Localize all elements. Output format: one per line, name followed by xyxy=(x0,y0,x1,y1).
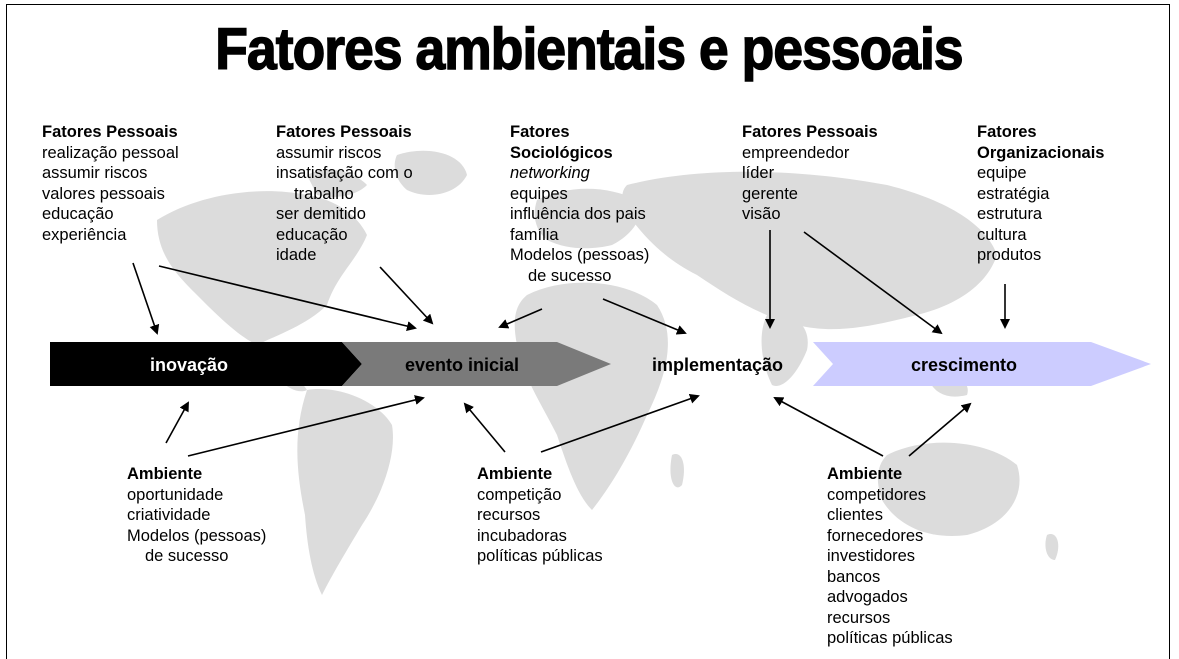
block-heading: Fatores xyxy=(977,123,1037,141)
block-line: educação xyxy=(276,225,348,244)
stage-shape-evento-inicial xyxy=(342,342,611,386)
arrow-10 xyxy=(187,395,425,457)
block-line: recursos xyxy=(827,608,891,627)
block-line: oportunidade xyxy=(127,485,224,504)
block-line: insatisfação com o xyxy=(276,164,413,182)
arrow-11 xyxy=(463,402,506,453)
stage-shape-inovacao xyxy=(50,342,362,386)
arrow-3 xyxy=(379,266,434,325)
stage-shape-crescimento xyxy=(813,342,1151,386)
block-line: equipes xyxy=(510,184,568,203)
arrow-2 xyxy=(158,265,417,331)
arrow-7 xyxy=(803,231,943,335)
block-line: líder xyxy=(742,164,775,182)
arrow-14 xyxy=(908,402,972,457)
block-line: produtos xyxy=(977,246,1042,264)
block-line: idade xyxy=(276,246,317,264)
block-line: competição xyxy=(477,485,562,504)
block-line: políticas públicas xyxy=(477,547,603,565)
block-line: de sucesso xyxy=(145,547,229,565)
stage-evento-inicial: evento inicial xyxy=(405,355,520,375)
block-line: investidores xyxy=(827,547,916,565)
block-line: competidores xyxy=(827,485,927,504)
block-line: estratégia xyxy=(977,184,1050,203)
block-line: Modelos (pessoas) xyxy=(510,246,650,264)
block-line: equipe xyxy=(977,164,1027,182)
block-line: trabalho xyxy=(294,184,354,203)
block-line: bancos xyxy=(827,567,881,586)
block-line: assumir riscos xyxy=(42,164,148,182)
arrow-4 xyxy=(498,308,543,329)
bottom-block-ambiente-3: Ambiente competidores clientes fornecedores… xyxy=(827,464,953,649)
block-line: valores pessoais xyxy=(42,184,165,203)
block-line: incubadoras xyxy=(477,526,567,545)
arrow-12 xyxy=(540,393,700,453)
block-line: networking xyxy=(510,164,590,182)
block-heading: Ambiente xyxy=(477,465,553,483)
block-line: estrutura xyxy=(977,205,1043,223)
block-line: ser demitido xyxy=(276,205,366,223)
arrow-1 xyxy=(132,262,160,335)
arrow-5 xyxy=(602,298,687,335)
block-line: assumir riscos xyxy=(276,143,382,162)
page-title: Fatores ambientais e pessoais xyxy=(215,16,965,83)
block-line: família xyxy=(510,225,559,244)
top-block-fatores-pessoais-1: Fatores Pessoais realização pessoal assumi… xyxy=(42,122,179,245)
block-line: recursos xyxy=(477,506,541,524)
block-line: criatividade xyxy=(127,506,211,524)
block-line: advogados xyxy=(827,588,908,606)
block-heading: Fatores Pessoais xyxy=(276,123,412,141)
stage-inovacao: inovação xyxy=(150,355,229,375)
block-line: educação xyxy=(42,205,114,223)
top-block-fatores-pessoais-2: Fatores Pessoais assumir riscos insatisfaç… xyxy=(276,122,413,266)
block-line: clientes xyxy=(827,506,883,524)
block-heading: Ambiente xyxy=(127,465,203,483)
top-block-fatores-pessoais-3: Fatores Pessoais empreendedor líder gerente… xyxy=(742,122,878,225)
block-line: realização pessoal xyxy=(42,143,179,162)
block-heading: Organizacionais xyxy=(977,143,1105,162)
arrow-9 xyxy=(165,401,189,444)
stage-crescimento: crescimento xyxy=(911,355,1018,375)
block-line: influência dos pais xyxy=(510,205,646,223)
block-line: cultura xyxy=(977,225,1027,244)
block-line: empreendedor xyxy=(742,143,850,162)
bottom-block-ambiente-2: Ambiente competição recursos incubadoras pol… xyxy=(477,464,603,567)
block-line: de sucesso xyxy=(528,266,612,285)
diagram-frame: Fatores ambientais e pessoais xyxy=(6,4,1170,659)
block-heading: Fatores xyxy=(510,123,570,141)
block-line: Modelos (pessoas) xyxy=(127,526,267,545)
block-line: experiência xyxy=(42,225,127,244)
block-heading: Ambiente xyxy=(827,465,903,483)
block-heading: Sociológicos xyxy=(510,143,613,162)
stage-implementacao: implementação xyxy=(652,355,784,375)
block-heading: Fatores Pessoais xyxy=(42,123,178,141)
block-line: visão xyxy=(742,205,781,223)
stage-arrows xyxy=(50,230,1151,457)
block-line: fornecedores xyxy=(827,526,924,545)
block-heading: Fatores Pessoais xyxy=(742,123,878,141)
arrow-13 xyxy=(773,397,884,457)
block-line: gerente xyxy=(742,184,798,203)
block-line: políticas públicas xyxy=(827,629,953,647)
